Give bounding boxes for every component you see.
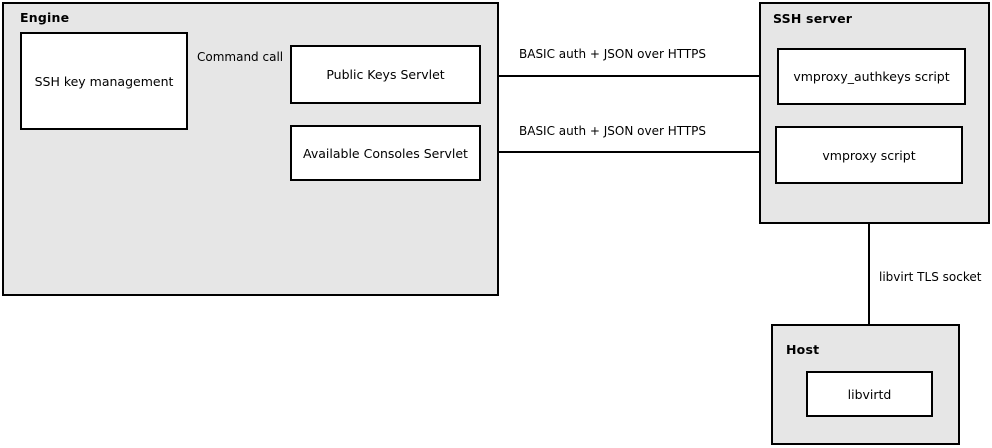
container-host-title: Host — [786, 342, 820, 357]
container-ssh-server[interactable] — [759, 2, 990, 224]
node-available-consoles-servlet[interactable]: Available Consoles Servlet — [290, 125, 481, 181]
node-available-consoles-servlet-label: Available Consoles Servlet — [303, 145, 468, 161]
container-ssh-server-title: SSH server — [773, 11, 853, 26]
node-vmproxy-script[interactable]: vmproxy script — [775, 126, 963, 184]
node-vmproxy-authkeys-script-label: vmproxy_authkeys script — [793, 69, 950, 84]
edge-label-libvirt-tls: libvirt TLS socket — [879, 270, 982, 284]
node-ssh-key-management-label: SSH key management — [34, 73, 174, 89]
node-public-keys-servlet[interactable]: Public Keys Servlet — [290, 45, 481, 104]
node-public-keys-servlet-label: Public Keys Servlet — [326, 67, 445, 82]
node-ssh-key-management[interactable]: SSH key management — [20, 32, 188, 130]
edge-label-vmproxy-https: BASIC auth + JSON over HTTPS — [519, 124, 707, 138]
node-libvirtd-label: libvirtd — [847, 386, 892, 402]
edge-label-command-call: Command call — [197, 50, 284, 64]
node-vmproxy-authkeys-script[interactable]: vmproxy_authkeys script — [777, 48, 966, 105]
container-engine-title: Engine — [20, 10, 70, 25]
edge-label-authkeys-https: BASIC auth + JSON over HTTPS — [519, 47, 707, 61]
node-vmproxy-script-label: vmproxy script — [822, 147, 916, 163]
node-libvirtd[interactable]: libvirtd — [806, 371, 933, 417]
